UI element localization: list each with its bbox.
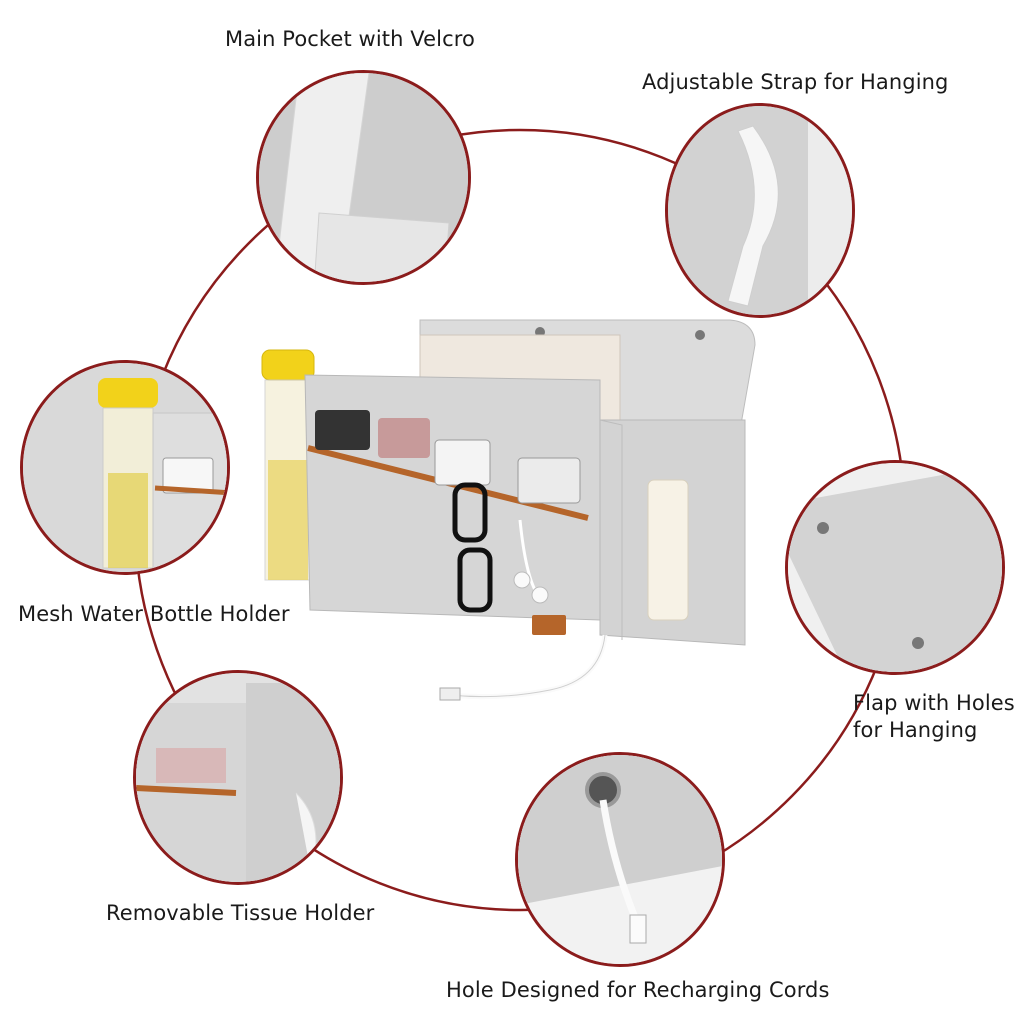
label-mesh-holder: Mesh Water Bottle Holder [18, 602, 290, 626]
organizer-product [261, 319, 756, 701]
flap-detail [785, 460, 1005, 675]
strap-detail [665, 103, 855, 318]
label-cord-hole: Hole Designed for Recharging Cords [446, 978, 830, 1002]
velcro-detail [256, 70, 471, 285]
cord-hole-detail [515, 752, 725, 967]
bottle-holder-detail [20, 360, 230, 575]
label-flap-line1: Flap with Holes [853, 691, 1015, 715]
label-flap-line2: for Hanging [853, 718, 978, 742]
label-strap: Adjustable Strap for Hanging [642, 70, 949, 94]
tissue-holder-detail [133, 670, 343, 885]
label-main-pocket: Main Pocket with Velcro [225, 27, 475, 51]
label-tissue-holder: Removable Tissue Holder [106, 901, 375, 925]
